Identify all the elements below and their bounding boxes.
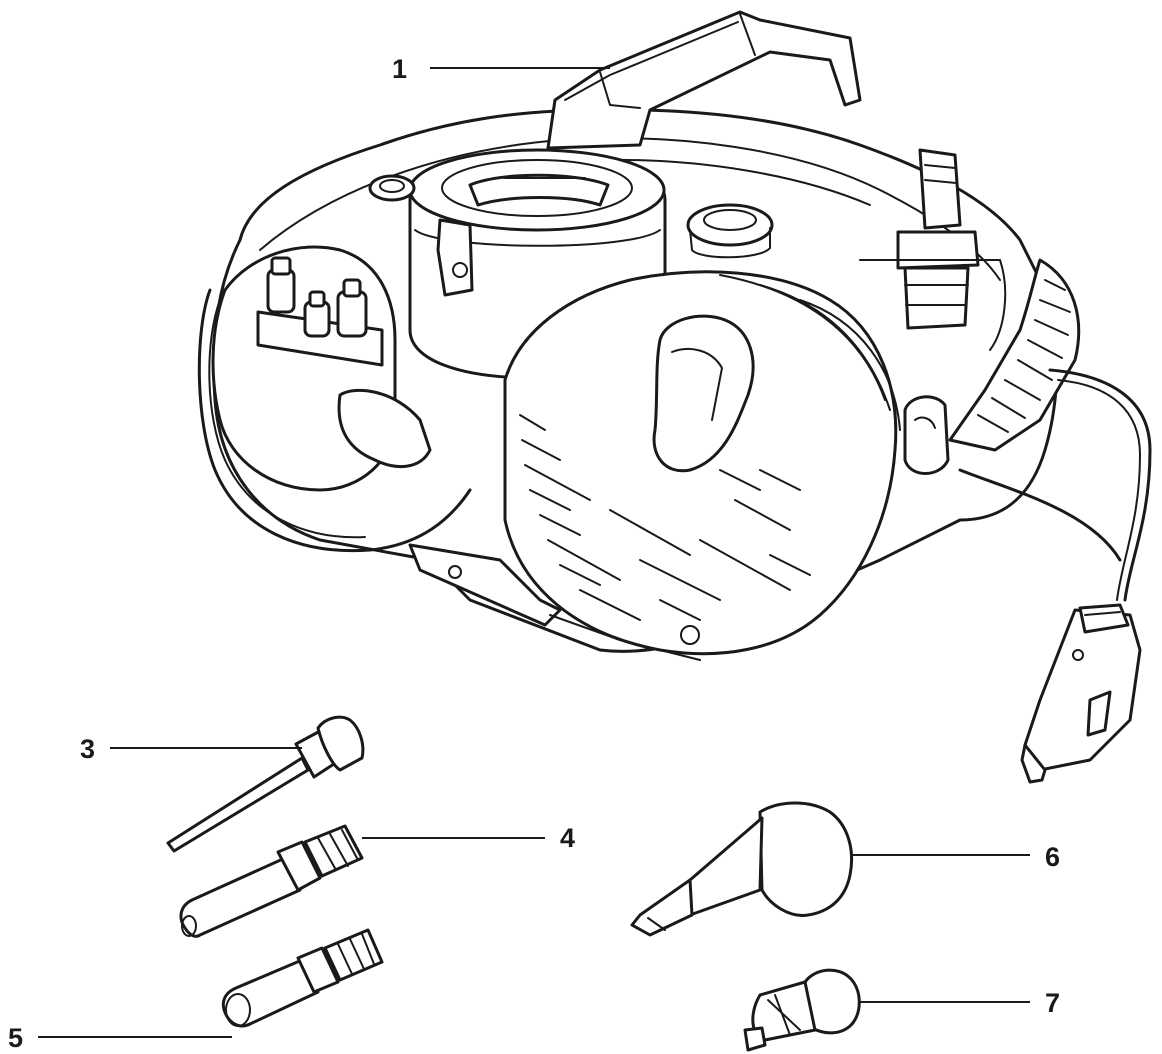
callout-label-4: 4 bbox=[560, 823, 575, 853]
callout-label-6: 6 bbox=[1045, 842, 1060, 872]
callout-6: 6 bbox=[852, 842, 1060, 872]
ball-inflation-needle bbox=[166, 715, 365, 853]
callout-label-1: 1 bbox=[392, 54, 407, 84]
callout-5: 5 bbox=[8, 1023, 232, 1053]
callout-label-5: 5 bbox=[8, 1023, 23, 1053]
control-knob bbox=[686, 203, 774, 259]
short-tapered-nozzle bbox=[221, 928, 384, 1028]
long-tapered-nozzle bbox=[179, 824, 364, 938]
adapter-storage-cavity bbox=[211, 245, 432, 492]
coiled-air-hose bbox=[948, 258, 1081, 452]
hose-clip bbox=[903, 395, 950, 475]
callout-label-7: 7 bbox=[1045, 988, 1060, 1018]
carry-handle bbox=[546, 10, 862, 150]
hose-outlet-fitting bbox=[859, 148, 1007, 351]
base-plate bbox=[408, 543, 701, 661]
power-cord bbox=[958, 368, 1152, 602]
callout-3: 3 bbox=[80, 734, 302, 764]
left-side-cover bbox=[197, 288, 472, 553]
front-grille-drum bbox=[503, 270, 901, 656]
pressure-button bbox=[368, 174, 416, 202]
callout-label-3: 3 bbox=[80, 734, 95, 764]
callout-4: 4 bbox=[362, 823, 575, 853]
cone-valve-adapter bbox=[743, 968, 861, 1052]
callout-7: 7 bbox=[860, 988, 1060, 1018]
grille-slots bbox=[519, 414, 811, 645]
callout-1: 1 bbox=[392, 54, 610, 84]
car-plug bbox=[1020, 603, 1142, 784]
flat-valve-nozzle bbox=[630, 801, 854, 937]
